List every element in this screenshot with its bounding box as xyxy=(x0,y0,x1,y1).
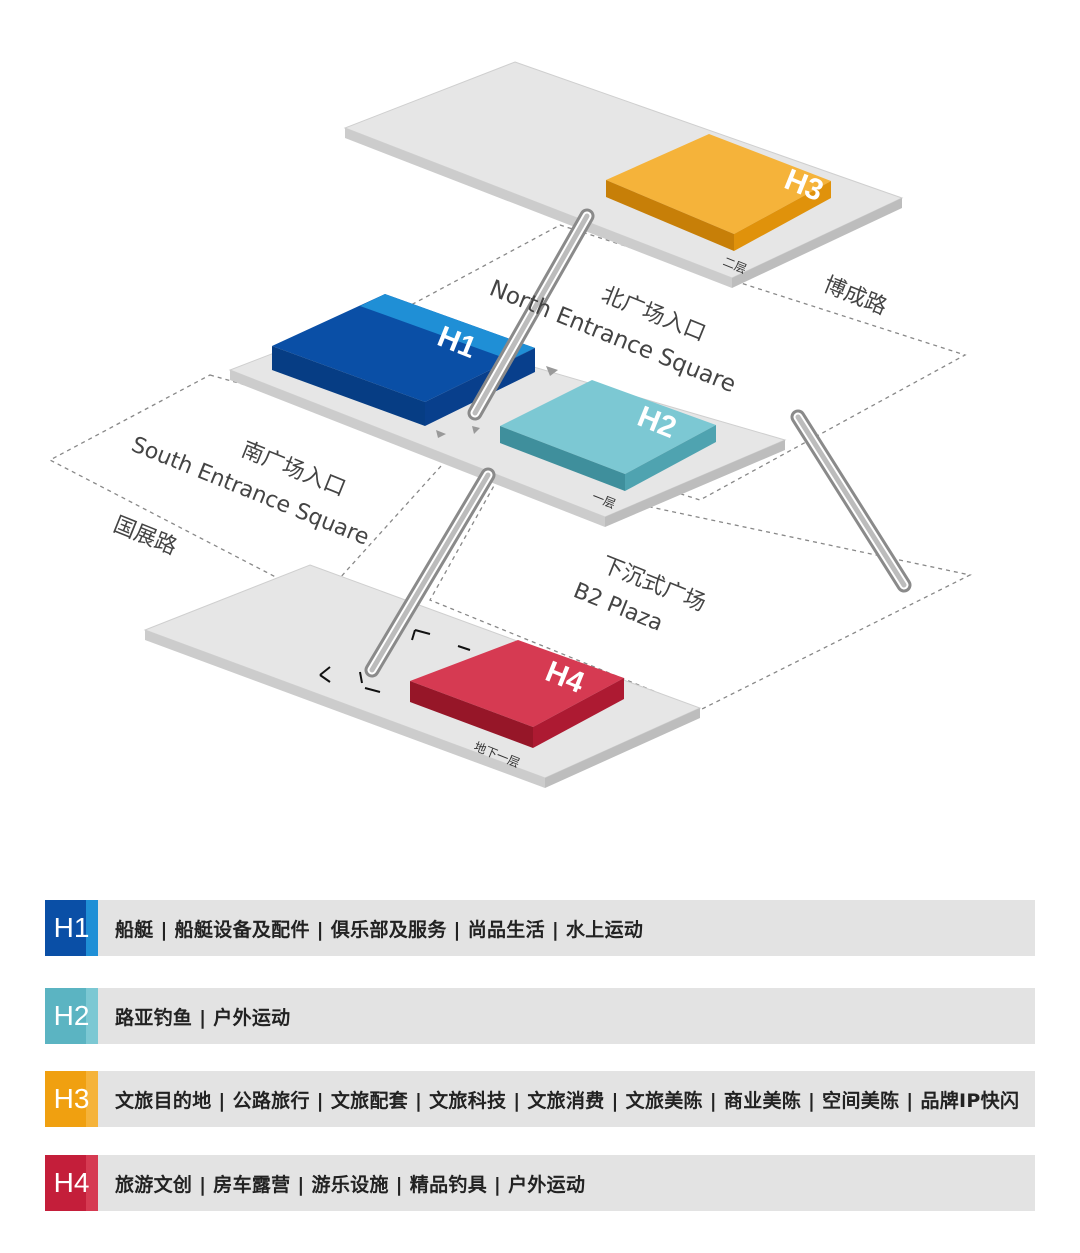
legend-row-h2: H2 路亚钓鱼 | 户外运动 xyxy=(45,988,1035,1044)
legend-description: 船艇 | 船艇设备及配件 | 俱乐部及服务 | 尚品生活 | 水上运动 xyxy=(115,918,644,941)
legend-row-h3: H3 文旅目的地 | 公路旅行 | 文旅配套 | 文旅科技 | 文旅消费 | 文… xyxy=(45,1071,1035,1127)
legend-tag-h2: H2 xyxy=(45,988,98,1044)
legend-tag-label: H3 xyxy=(53,1083,90,1114)
arrow-marker-icon xyxy=(436,430,446,438)
legend-tag-label: H1 xyxy=(53,912,90,943)
arrow-marker-icon xyxy=(472,426,480,434)
road-west-label: 国展路 xyxy=(110,512,181,560)
escalator-link xyxy=(467,208,595,421)
escalator-link xyxy=(790,409,912,593)
legend-row-h1: H1 船艇 | 船艇设备及配件 | 俱乐部及服务 | 尚品生活 | 水上运动 xyxy=(45,900,1035,956)
b2-plaza-outline xyxy=(429,474,972,711)
escalator-link xyxy=(364,467,496,678)
legend-row-h4: H4 旅游文创 | 房车露营 | 游乐设施 | 精品钓具 | 户外运动 xyxy=(45,1155,1035,1211)
entrance-bracket xyxy=(319,629,471,693)
legend-tag-h1: H1 xyxy=(45,900,98,956)
legend-description: 路亚钓鱼 | 户外运动 xyxy=(115,1006,291,1029)
hall-h1-block[interactable]: H1 xyxy=(272,294,535,426)
legend-tag-h4: H4 xyxy=(45,1155,98,1211)
legend-stripe xyxy=(86,988,98,1044)
legend-description: 文旅目的地 | 公路旅行 | 文旅配套 | 文旅科技 | 文旅消费 | 文旅美陈… xyxy=(115,1089,1020,1112)
arrow-marker-icon xyxy=(546,366,558,376)
legend-tag-h3: H3 xyxy=(45,1071,98,1127)
hall-h2-block[interactable]: H2 xyxy=(500,380,716,491)
venue-isometric-map: H3 二层 H1 H2 一层 H4 地下一层 xyxy=(48,61,972,788)
legend-tag-label: H2 xyxy=(53,1000,90,1031)
legend-tag-label: H4 xyxy=(53,1167,90,1198)
road-east-label: 博成路 xyxy=(820,272,891,320)
legend-stripe xyxy=(86,1155,98,1211)
hall-h3-block[interactable]: H3 xyxy=(606,134,831,251)
south-square-outline xyxy=(48,374,462,601)
legend-stripe xyxy=(86,1071,98,1127)
legend-description: 旅游文创 | 房车露营 | 游乐设施 | 精品钓具 | 户外运动 xyxy=(115,1173,586,1196)
legend-stripe xyxy=(86,900,98,956)
